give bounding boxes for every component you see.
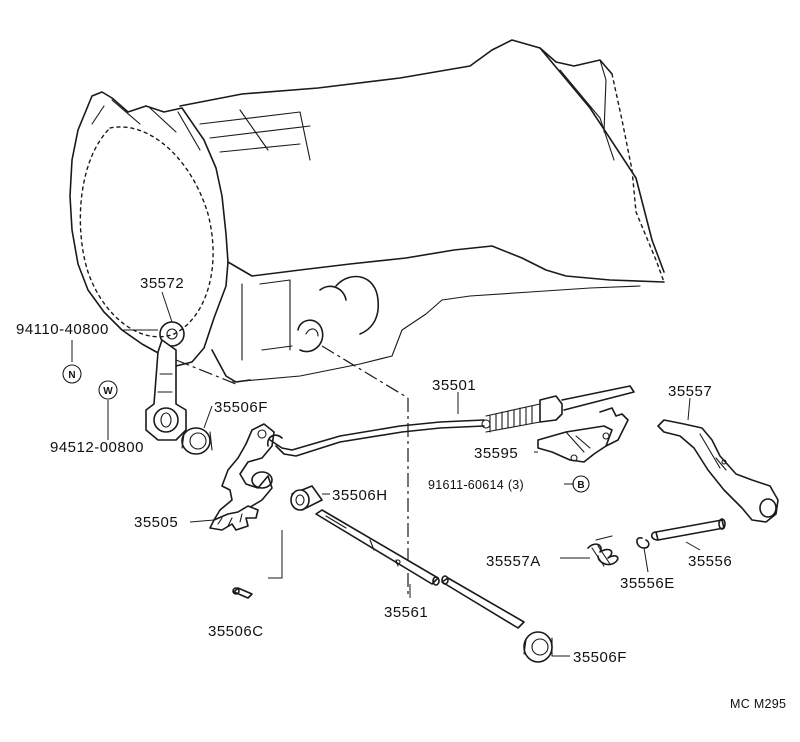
part-35501-control-cable	[266, 385, 635, 457]
label-94110-40800: 94110-40800	[16, 321, 109, 338]
label-35501: 35501	[432, 377, 476, 394]
part-35557-lever	[657, 419, 779, 523]
part-35506f-seal-bottom	[523, 631, 553, 663]
assembly-line-shaft	[321, 345, 409, 399]
assembly-line-left	[175, 359, 237, 385]
part-35557a-spring	[587, 535, 619, 567]
part-35506f-seal-top	[181, 427, 213, 455]
label-35557a: 35557A	[486, 553, 541, 570]
label-35557: 35557	[668, 383, 712, 400]
label-35572: 35572	[140, 275, 184, 292]
leader-lines	[71, 291, 701, 657]
label-35506c: 35506C	[208, 623, 264, 640]
part-35556-pin	[650, 518, 726, 541]
pin-leader	[268, 530, 283, 579]
label-35506f-top: 35506F	[214, 399, 268, 416]
part-35506c-pin	[232, 587, 253, 599]
diagram-code: MC M295	[730, 697, 786, 711]
label-94512-00800: 94512-00800	[50, 439, 144, 456]
label-35556: 35556	[688, 553, 732, 570]
label-35595: 35595	[474, 445, 518, 462]
label-35561: 35561	[384, 604, 428, 621]
n-symbol: N	[62, 364, 82, 384]
svg-text:N: N	[68, 370, 75, 381]
part-35572-lever	[145, 321, 187, 441]
transmission-housing	[69, 39, 665, 383]
b-symbol: B	[572, 475, 590, 493]
part-35505-detent-plate	[209, 423, 275, 531]
label-35506f-bottom: 35506F	[573, 649, 627, 666]
part-35506h-bushing	[290, 485, 323, 511]
label-91611-60614: 91611-60614 (3)	[428, 478, 524, 492]
w-symbol: W	[98, 380, 118, 400]
part-35595-bracket	[537, 407, 629, 463]
label-35505: 35505	[134, 514, 178, 531]
part-35556e-clip	[636, 537, 650, 549]
label-35506h: 35506H	[332, 487, 388, 504]
part-35561-manual-shaft	[315, 509, 525, 629]
svg-text:W: W	[103, 386, 113, 397]
svg-text:B: B	[577, 480, 584, 491]
label-35556e: 35556E	[620, 575, 675, 592]
